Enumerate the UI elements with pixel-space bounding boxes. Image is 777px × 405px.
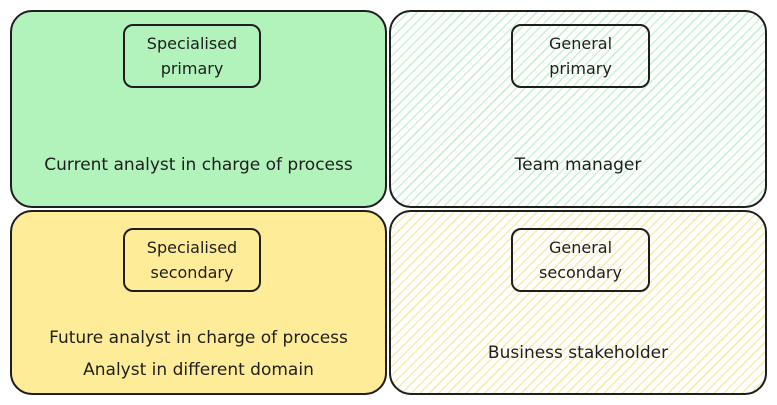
quadrant-label: Current analyst in charge of process	[44, 155, 353, 175]
quadrant-specialised-secondary	[10, 210, 387, 395]
tag-specialised-secondary: Specialised secondary	[123, 228, 261, 292]
tag-specialised-primary: Specialised primary	[123, 24, 261, 88]
tag-line: Specialised	[146, 34, 238, 53]
tag-line: secondary	[539, 263, 622, 282]
tag-line: primary	[549, 59, 612, 78]
tag-line: Specialised	[146, 238, 238, 257]
tag-line: secondary	[150, 263, 234, 282]
tag-general-primary: General primary	[511, 24, 650, 88]
quadrant-label: Team manager	[514, 155, 642, 175]
quadrant-general-secondary	[389, 210, 767, 395]
quadrant-general-primary	[389, 10, 767, 208]
tag-general-secondary: General secondary	[511, 228, 650, 292]
tag-line: General	[548, 34, 613, 53]
quadrant-label: Analyst in different domain	[83, 360, 314, 380]
quadrant-label: Future analyst in charge of process	[49, 328, 348, 348]
tag-line: General	[548, 238, 613, 257]
quadrant-label: Business stakeholder	[487, 343, 669, 363]
quadrant-specialised-primary	[10, 10, 387, 208]
tag-line: primary	[160, 59, 224, 78]
